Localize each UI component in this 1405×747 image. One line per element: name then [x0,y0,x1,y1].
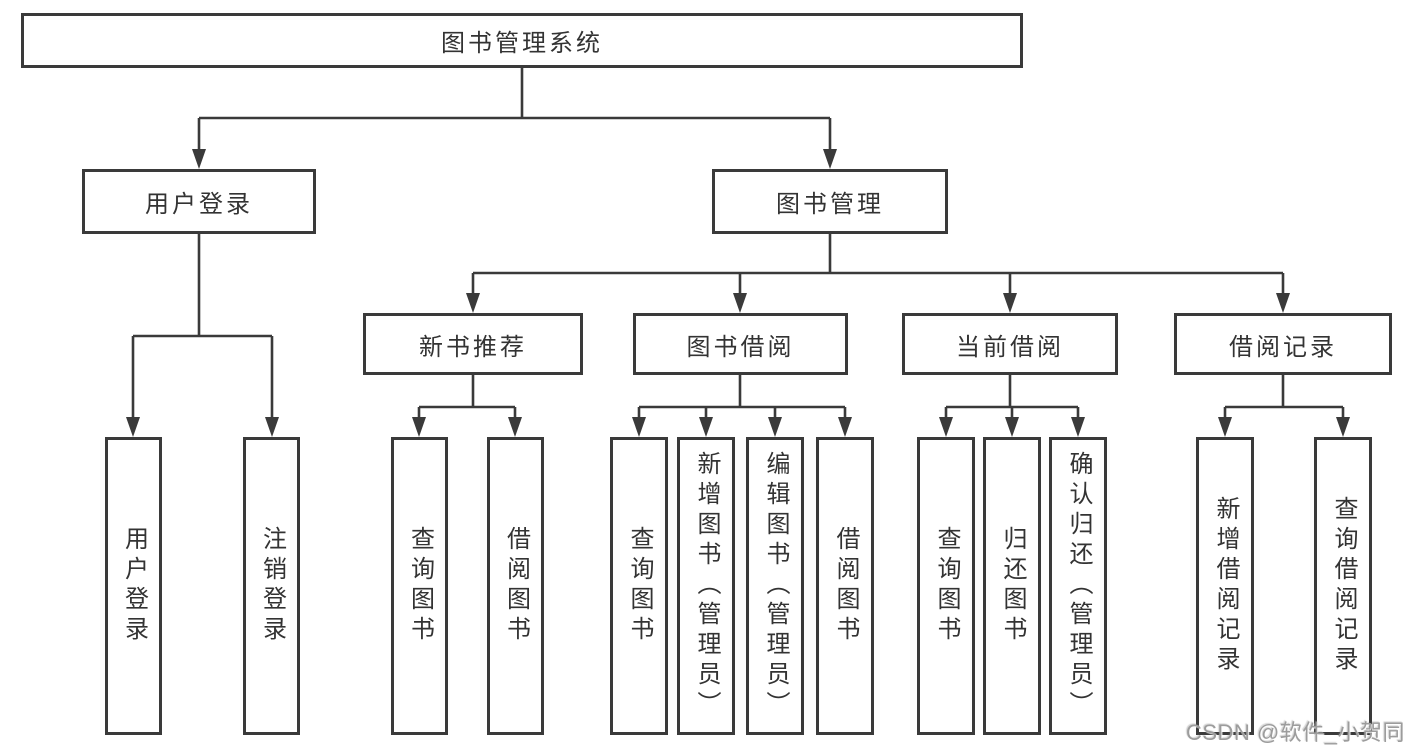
arrowhead [1218,417,1232,437]
connector-new-book-recommend-to-leaves [412,375,522,437]
connector-book-management-to-level3 [466,234,1290,313]
leaf-records-add-borrow-record: 新增借阅记录 [1196,437,1254,735]
leaf-current-query-books: 查询图书 [917,437,975,735]
arrowhead [1071,417,1085,437]
arrowhead [939,417,953,437]
leaf-borrow-borrow-books: 借阅图书 [816,437,874,735]
node-current-borrow: 当前借阅 [902,313,1118,375]
csdn-watermark: CSDN @软件_小贺同学 [1186,720,1405,745]
connector-root-to-level2 [192,68,837,169]
leaf-recommend-borrow-books: 借阅图书 [487,437,544,735]
arrowhead [823,149,837,169]
connector-user-login-to-leaves [126,234,279,437]
arrowhead [412,417,426,437]
arrowhead [838,417,852,437]
arrowhead [1336,417,1350,437]
node-user-login: 用户登录 [82,169,316,234]
node-borrow-records: 借阅记录 [1174,313,1392,375]
leaf-logout: 注销登录 [243,437,300,735]
arrowhead [733,293,747,313]
leaf-borrow-add-books-admin: 新增图书（管理员） [677,437,735,735]
leaf-borrow-query-books: 查询图书 [610,437,668,735]
connector-book-borrow-to-leaves [632,375,852,437]
arrowhead [1276,293,1290,313]
arrowhead [632,417,646,437]
leaf-borrow-edit-books-admin: 编辑图书（管理员） [746,437,804,735]
leaf-current-confirm-return-admin: 确认归还（管理员） [1049,437,1107,735]
leaf-recommend-query-books: 查询图书 [391,437,448,735]
arrowhead [192,149,206,169]
arrowhead [126,417,140,437]
arrowhead [265,417,279,437]
arrowhead [699,417,713,437]
arrowhead [508,417,522,437]
connector-current-borrow-to-leaves [939,375,1085,437]
arrowhead [1003,293,1017,313]
node-book-borrow: 图书借阅 [633,313,848,375]
leaf-user-login: 用户登录 [105,437,162,735]
arrowhead [466,293,480,313]
leaf-records-query-borrow-record: 查询借阅记录 [1314,437,1372,735]
arrowhead [1005,417,1019,437]
node-new-book-recommend: 新书推荐 [363,313,583,375]
arrowhead [768,417,782,437]
node-book-management: 图书管理 [712,169,948,234]
leaf-current-return-books: 归还图书 [983,437,1041,735]
connector-borrow-records-to-leaves [1218,375,1350,437]
node-root: 图书管理系统 [21,13,1023,68]
